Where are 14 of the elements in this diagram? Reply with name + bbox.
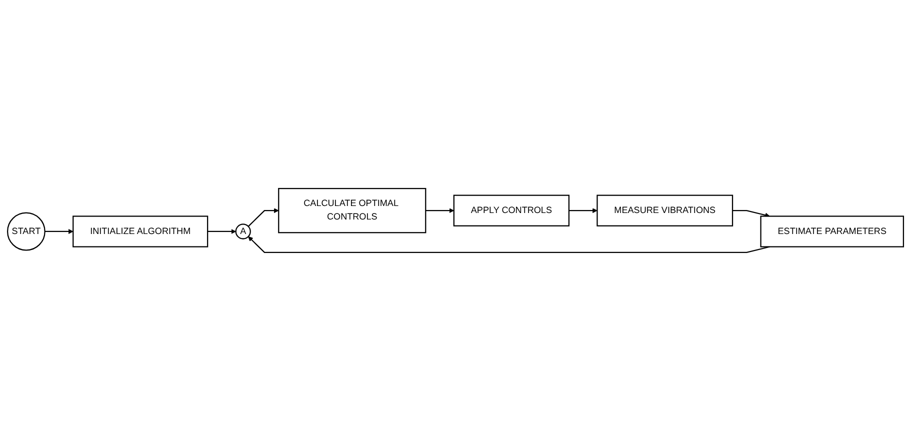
node-box: CALCULATE OPTIMAL CONTROLS <box>278 188 426 233</box>
node-circle: A <box>235 223 251 239</box>
arrow <box>732 210 770 218</box>
node-circle: START <box>6 212 46 250</box>
node-box: INITIALIZE ALGORITHM <box>72 215 208 247</box>
arrow <box>44 228 74 234</box>
node-box: ESTIMATE PARAMETERS <box>760 215 904 247</box>
arrow <box>426 208 454 213</box>
arrow <box>208 228 236 234</box>
arrow <box>248 236 770 252</box>
node-box: APPLY CONTROLS <box>453 194 570 226</box>
node-box: MEASURE VIBRATIONS <box>596 194 734 226</box>
arrow <box>248 208 279 226</box>
arrow <box>568 208 598 213</box>
